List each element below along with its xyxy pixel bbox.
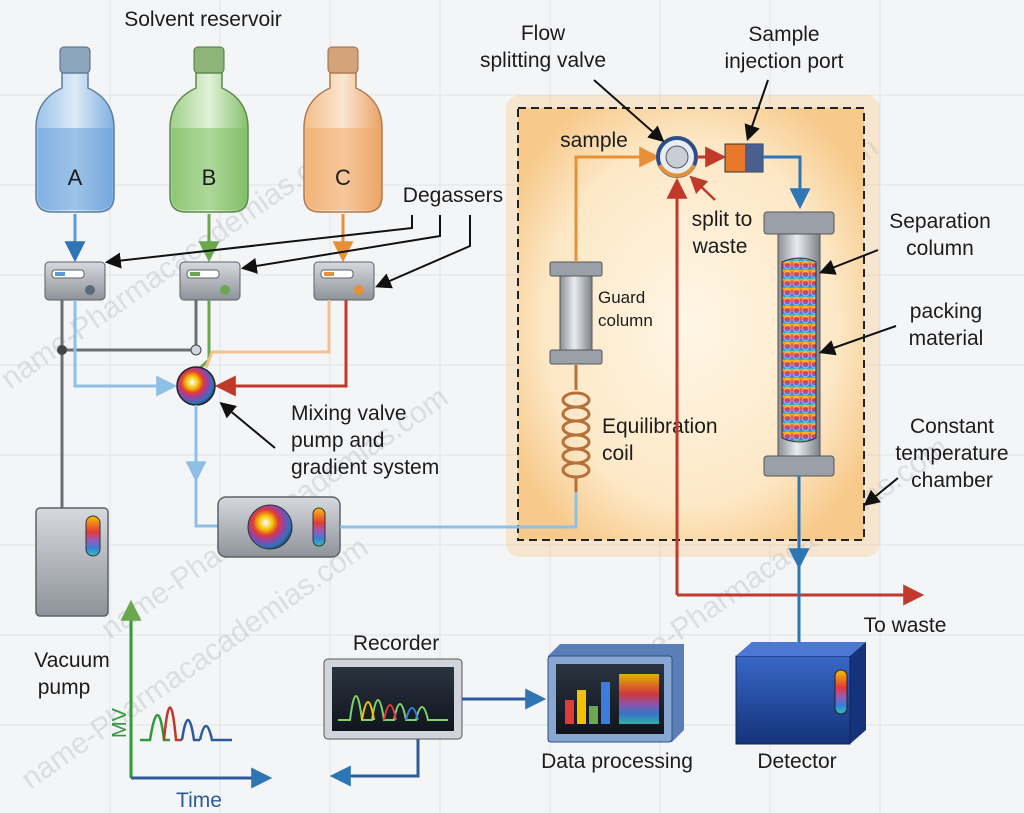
separation-column-pointer [819,249,879,275]
sample-injection-port [724,143,764,173]
data-processing-unit [547,644,684,743]
flow-splitting-valve-pointer [593,79,665,143]
vacuum-pump-label-1: Vacuum [34,649,109,672]
flow-pump-feed [194,478,218,528]
degassers-pointers [104,215,471,289]
to-waste-label: To waste [864,614,947,637]
detector [735,642,866,745]
packing-material-label-1: packing [910,300,982,323]
vacuum-pump [35,507,109,617]
bottle-a: A [35,46,115,213]
packing-material-label-2: material [909,327,984,350]
axis-y-label: MV [109,707,131,738]
vacuum-junction-left [57,345,67,355]
sample-label: sample [560,129,628,152]
flow-injector-to-column [763,155,811,210]
constant-temperature-chamber-label-3: chamber [911,469,993,492]
data-processing-label: Data processing [541,750,693,773]
packing-material-pointer [818,325,897,356]
degasser-a [44,261,106,301]
detector-label: Detector [757,750,836,773]
recorder-label: Recorder [353,632,439,655]
flow-splitting-valve-label-1: Flow [521,22,566,45]
sample-injection-port-label-1: Sample [748,23,819,46]
separation-column-label-1: Separation [889,210,991,233]
mixing-valve [176,366,216,406]
bottle-b: B [169,46,249,213]
flow-recorder-to-chart [329,739,420,787]
pump-unit [217,496,341,558]
mixing-valve-label-1: Mixing valve [291,402,407,425]
mixing-valve-pointer [219,401,276,449]
chromatogram-sketch [120,599,273,789]
equilibration-coil [561,365,591,492]
degasser-b [179,261,241,301]
axis-x-label: Time [176,789,222,812]
mixing-valve-label-3: gradient system [291,456,439,479]
constant-temperature-chamber-pointer [863,477,899,507]
split-to-waste-label-2: waste [692,235,748,258]
separation-column [763,211,835,477]
solvent-lines-to-mixer [73,300,348,397]
bottle-b-label: B [202,165,217,190]
vacuum-junction-right [190,344,202,356]
constant-temperature-chamber-label-1: Constant [910,415,994,438]
bottle-a-label: A [68,165,83,190]
equilibration-coil-label-2: coil [602,442,634,465]
guard-column [549,261,603,365]
split-to-waste-label-1: split to [692,208,753,231]
degassers-label: Degassers [403,184,503,207]
flow-sample-to-splitter [574,146,661,262]
recorder [323,658,463,740]
bottle-c-label: C [335,165,351,190]
guard-column-label-1: Guard [598,288,645,307]
vacuum-lines [60,300,198,508]
solvent-reservoir-label: Solvent reservoir [124,8,282,31]
flow-splitting-valve [656,136,698,178]
sample-injection-port-pointer [744,79,769,142]
constant-temperature-chamber-label-2: temperature [895,442,1008,465]
flow-pump-to-coil [340,490,578,529]
split-to-waste-pointer [689,175,716,201]
degasser-c [313,261,375,301]
flow-splitting-valve-label-2: splitting valve [480,49,606,72]
separation-column-label-2: column [906,237,974,260]
equilibration-coil-label-1: Equilibration [602,415,718,438]
mixing-valve-label-2: pump and [291,429,384,452]
sample-injection-port-label-2: injection port [724,50,843,73]
bottle-c: C [303,46,383,213]
guard-column-label-2: column [598,311,653,330]
vacuum-pump-label-2: pump [38,676,91,699]
